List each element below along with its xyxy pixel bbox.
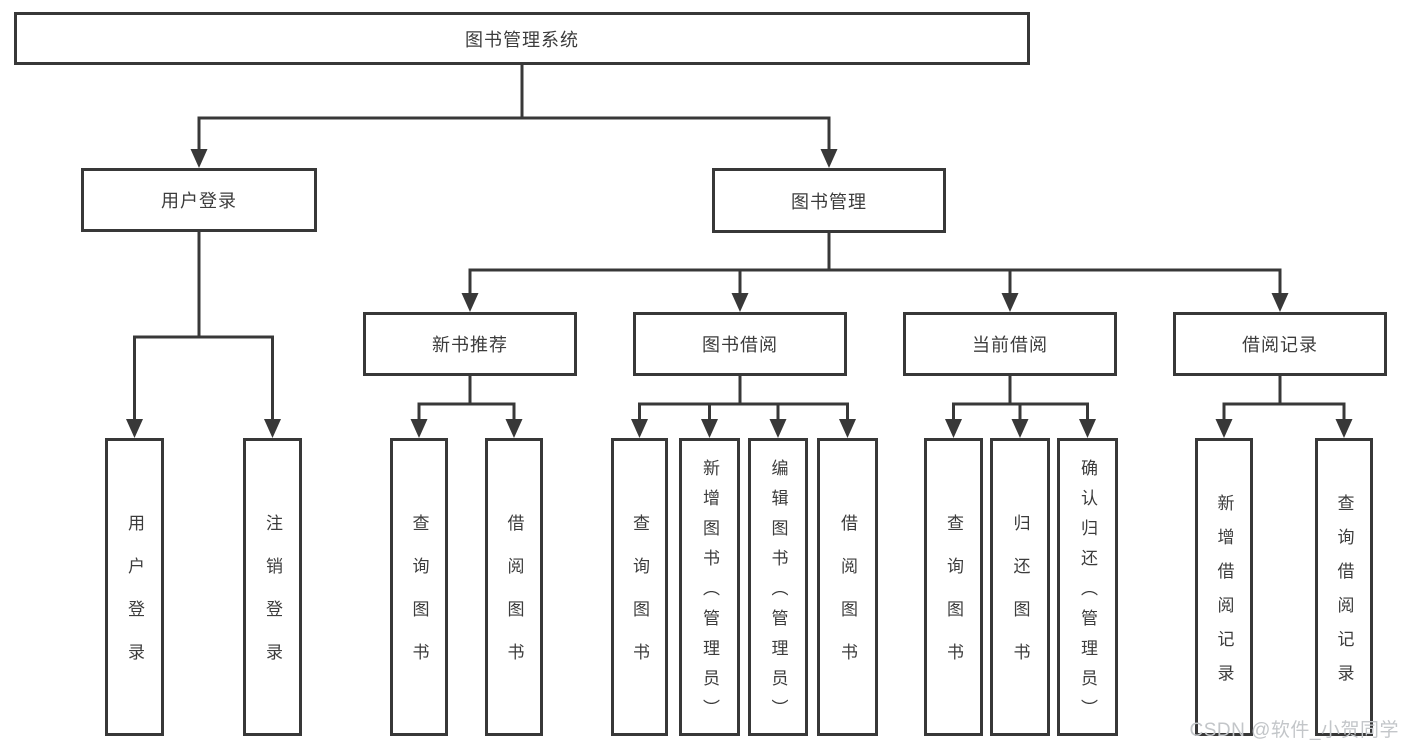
edge-current-borrow-to-leaves: [945, 376, 1096, 438]
node-current-borrow: 当前借阅: [903, 312, 1117, 376]
node-book-borrow: 图书借阅: [633, 312, 847, 376]
edge-book-borrow-to-leaves: [631, 376, 856, 438]
leaf-confirm-return-admin: 确认归还（管理员）: [1057, 438, 1118, 736]
leaf-query-books-recommend: 查询图书: [390, 438, 448, 736]
leaf-label: 借阅图书: [838, 514, 857, 686]
leaf-label: 查询图书: [944, 514, 963, 686]
node-new-book-recommend: 新书推荐: [363, 312, 577, 376]
leaf-query-books-current: 查询图书: [924, 438, 983, 736]
node-book-management: 图书管理: [712, 168, 946, 233]
leaf-label: 查询图书: [409, 514, 429, 686]
node-borrow-records: 借阅记录: [1173, 312, 1387, 376]
edge-new-book-recommend-to-leaves: [410, 376, 523, 438]
leaf-label: 注销登录: [263, 514, 282, 686]
node-root-library-system: 图书管理系统: [14, 12, 1030, 65]
leaf-borrow-books-recommend: 借阅图书: [485, 438, 543, 736]
leaf-user-login: 用户登录: [105, 438, 164, 736]
leaf-label: 借阅图书: [504, 514, 524, 686]
edge-root-to-level2: [190, 65, 838, 168]
leaf-borrow-books: 借阅图书: [817, 438, 878, 736]
edge-user-login-to-leaves: [126, 232, 281, 438]
edge-borrow-records-to-leaves: [1215, 376, 1353, 438]
leaf-label: 归还图书: [1010, 514, 1030, 686]
edge-book-management-to-level3: [461, 233, 1289, 312]
leaf-query-borrow-record: 查询借阅记录: [1315, 438, 1373, 736]
leaf-add-borrow-record: 新增借阅记录: [1195, 438, 1253, 736]
leaf-label: 新增借阅记录: [1214, 493, 1234, 698]
leaf-label: 新增图书（管理员）: [700, 458, 719, 729]
leaf-edit-books-admin: 编辑图书（管理员）: [748, 438, 808, 736]
leaf-label: 确认归还（管理员）: [1078, 458, 1097, 729]
leaf-label: 查询图书: [630, 514, 649, 686]
node-user-login: 用户登录: [81, 168, 317, 232]
leaf-label: 用户登录: [125, 514, 144, 686]
leaf-query-books-borrow: 查询图书: [611, 438, 668, 736]
leaf-label: 编辑图书（管理员）: [768, 458, 788, 729]
leaf-logout: 注销登录: [243, 438, 302, 736]
leaf-add-books-admin: 新增图书（管理员）: [679, 438, 740, 736]
leaf-return-books: 归还图书: [990, 438, 1050, 736]
leaf-label: 查询借阅记录: [1334, 493, 1354, 698]
